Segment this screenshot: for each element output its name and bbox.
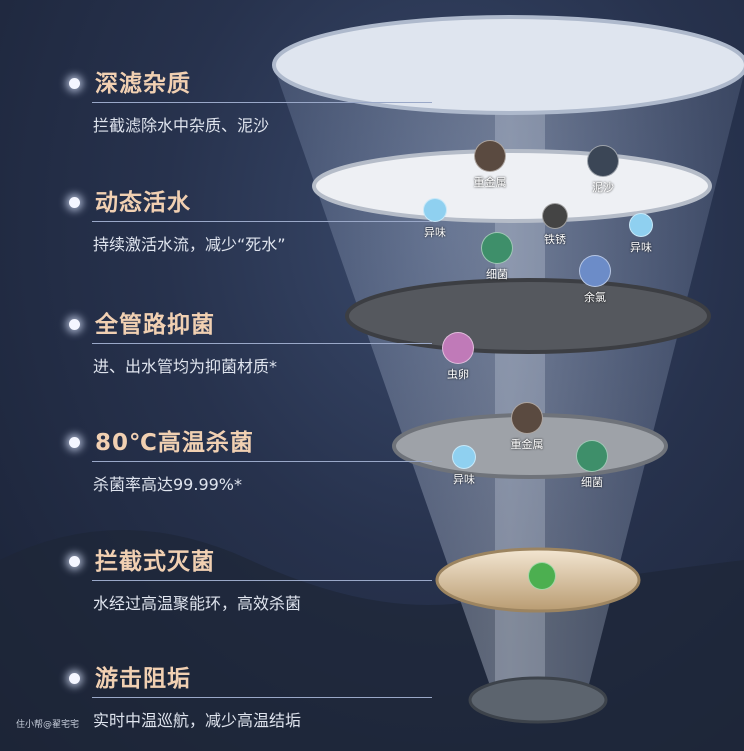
feature-desc: 水经过高温聚能环，高效杀菌 xyxy=(93,594,302,613)
feature-intercept-sterilize: 拦截式灭菌 水经过高温聚能环，高效杀菌 xyxy=(0,542,440,622)
divider xyxy=(92,461,432,462)
particle-label: 细菌 xyxy=(486,268,508,281)
particle-rust: 铁锈 xyxy=(525,203,585,247)
bullet-icon xyxy=(69,78,80,89)
heavy-metal-icon xyxy=(474,140,506,172)
bullet-icon xyxy=(69,197,80,208)
watermark: 住小帮@翟宅宅 xyxy=(16,720,80,730)
feature-high-temp-sterilize: 80℃高温杀菌 杀菌率高达99.99%* xyxy=(0,423,440,503)
feature-active-water: 动态活水 持续激活水流，减少“死水” xyxy=(0,183,440,263)
particle-label: 虫卵 xyxy=(447,368,469,381)
bacteria-icon xyxy=(576,440,608,472)
divider xyxy=(92,102,432,103)
rust-icon xyxy=(542,203,568,229)
particle-label: 异味 xyxy=(630,241,652,254)
odor-icon xyxy=(452,445,476,469)
particle-bacteria: 细菌 xyxy=(467,232,527,282)
feature-antibacterial-pipe: 全管路抑菌 进、出水管均为抑菌材质* xyxy=(0,305,440,385)
leaf-icon xyxy=(512,562,572,590)
feature-title: 游击阻垢 xyxy=(95,666,191,692)
feature-anti-scale: 游击阻垢 实时中温巡航，减少高温结垢 xyxy=(0,659,440,739)
light-cone xyxy=(275,70,744,700)
disc-3 xyxy=(345,278,711,354)
eggs-icon xyxy=(442,332,474,364)
odor-icon xyxy=(629,213,653,237)
disc-6 xyxy=(468,676,608,724)
feature-desc: 拦截滤除水中杂质、泥沙 xyxy=(93,116,270,135)
bullet-icon xyxy=(69,319,80,330)
odor-icon xyxy=(423,198,447,222)
feature-title: 全管路抑菌 xyxy=(95,312,215,338)
particle-odor: 异味 xyxy=(405,198,465,240)
particle-sand: 泥沙 xyxy=(573,145,633,195)
divider xyxy=(92,343,432,344)
particle-label: 异味 xyxy=(453,473,475,486)
particle-label: 铁锈 xyxy=(544,233,566,246)
particle-eggs: 虫卵 xyxy=(428,332,488,382)
feature-title: 深滤杂质 xyxy=(95,71,191,97)
divider xyxy=(92,697,432,698)
divider xyxy=(92,580,432,581)
sand-icon xyxy=(587,145,619,177)
particle-label: 重金属 xyxy=(473,176,507,189)
divider xyxy=(92,221,432,222)
particle-heavy-metal: 重金属 xyxy=(460,140,520,190)
particle-label: 细菌 xyxy=(581,476,603,489)
particle-chlorine: 余氯 xyxy=(565,255,625,305)
heavy-metal-icon xyxy=(511,402,543,434)
feature-desc: 进、出水管均为抑菌材质* xyxy=(93,357,278,376)
bullet-icon xyxy=(69,673,80,684)
particle-bacteria: 细菌 xyxy=(562,440,622,490)
particle-label: 泥沙 xyxy=(592,181,614,194)
leaf-ball xyxy=(528,562,556,590)
particle-label: 异味 xyxy=(424,226,446,239)
feature-title: 拦截式灭菌 xyxy=(95,549,215,575)
feature-desc: 持续激活水流，减少“死水” xyxy=(93,235,286,254)
particle-heavy-metal: 重金属 xyxy=(497,402,557,452)
chlorine-icon xyxy=(579,255,611,287)
bacteria-icon xyxy=(481,232,513,264)
particle-label: 余氯 xyxy=(584,291,606,304)
feature-desc: 实时中温巡航，减少高温结垢 xyxy=(93,711,302,730)
bullet-icon xyxy=(69,437,80,448)
particle-odor: 异味 xyxy=(611,213,671,255)
feature-desc: 杀菌率高达99.99%* xyxy=(93,475,243,494)
feature-title: 80℃高温杀菌 xyxy=(95,430,254,456)
disc-1 xyxy=(272,15,744,115)
particle-odor: 异味 xyxy=(434,445,494,487)
feature-title: 动态活水 xyxy=(95,190,191,216)
particle-label: 重金属 xyxy=(510,438,544,451)
feature-deep-filter: 深滤杂质 拦截滤除水中杂质、泥沙 xyxy=(0,64,440,144)
bullet-icon xyxy=(69,556,80,567)
